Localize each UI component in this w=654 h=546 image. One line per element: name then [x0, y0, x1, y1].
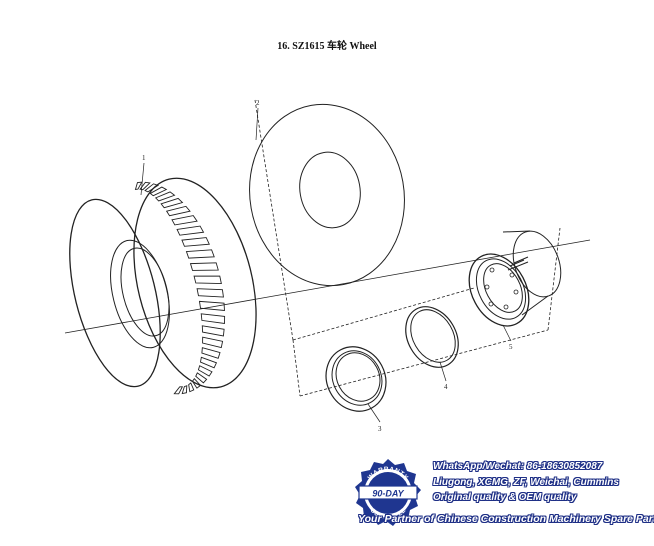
- badge-center-text: 90-DAY: [372, 489, 404, 499]
- tread-lug: [191, 377, 202, 389]
- lock-ring: [325, 346, 387, 412]
- callout-3: 3: [378, 425, 382, 433]
- leader-5: [502, 324, 512, 342]
- callout-1: 1: [142, 154, 146, 162]
- tire: [69, 177, 257, 395]
- leader-4: [439, 361, 447, 382]
- tread-lug: [193, 275, 222, 284]
- callout-5: 5: [509, 343, 513, 351]
- tread-lug: [201, 347, 221, 359]
- flap: [249, 103, 405, 287]
- tread-lug: [199, 356, 218, 369]
- tread-lug: [160, 197, 184, 209]
- tread-lug: [196, 288, 224, 298]
- leader-1: [140, 162, 145, 196]
- tread-lug: [154, 191, 176, 202]
- tread-lug: [181, 237, 210, 247]
- callout-2: 2: [256, 99, 260, 107]
- tread-lug: [188, 382, 195, 393]
- tread-lug: [202, 336, 224, 349]
- tread-lug: [200, 313, 226, 325]
- tread-lug: [171, 215, 198, 226]
- badge-seal-icon: [355, 459, 421, 526]
- tread-lug: [173, 386, 184, 395]
- tread-lug: [195, 372, 208, 384]
- tread-lug: [197, 365, 213, 377]
- tread-lug: [144, 183, 160, 193]
- callout-4: 4: [444, 383, 448, 391]
- side-ring: [405, 306, 459, 368]
- tread-lug: [198, 300, 225, 311]
- rim-holes: [484, 267, 519, 310]
- tread-lug: [181, 385, 188, 395]
- tire-tread: [134, 181, 226, 395]
- tread-lug: [134, 181, 143, 191]
- contact-line: WhatsApp/Wechat: 86-18630852087: [433, 461, 603, 472]
- tread-lug: [139, 181, 151, 191]
- leader-2: [255, 107, 259, 141]
- brands-line: Liugong, XCMG, ZF, Weichai, Cummins: [433, 477, 619, 488]
- quality-line: Original quality & OEM quality: [433, 492, 577, 503]
- tread-lug: [189, 262, 219, 271]
- leader-3: [367, 403, 381, 423]
- tread-lug: [201, 325, 225, 337]
- page-title: 16. SZ1615 车轮 Wheel: [277, 41, 377, 52]
- tread-lug: [165, 205, 191, 217]
- warranty-badge: WARRANTY 90-DAY GUARANTEE: [355, 459, 421, 526]
- rim: [468, 230, 562, 327]
- tread-lug: [149, 186, 168, 197]
- tread-lug: [185, 249, 215, 259]
- tagline: Your Partner of Chinese Construction Mac…: [358, 513, 654, 525]
- tread-lug: [176, 225, 205, 236]
- assembly-frame: [254, 99, 561, 397]
